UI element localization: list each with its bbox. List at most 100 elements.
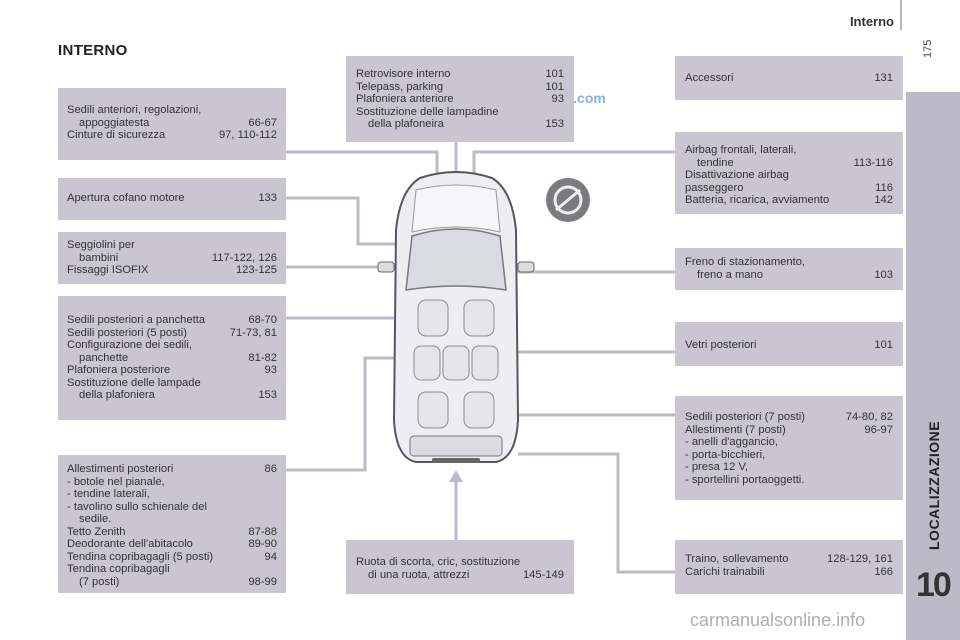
index-entry-text: Plafoniera anteriore bbox=[356, 93, 454, 105]
index-entry: - porta-bicchieri, bbox=[685, 449, 893, 462]
index-entry-page: 101 bbox=[545, 68, 564, 80]
index-entry: sedile. bbox=[67, 513, 277, 526]
watermark-carmanualsonline: carmanualsonline.info bbox=[690, 610, 866, 630]
middle-seat-left bbox=[413, 345, 441, 381]
index-entry-text: passeggero bbox=[685, 181, 744, 194]
box-bonnet: Apertura cofano motore 133 bbox=[58, 178, 286, 220]
index-entry-text: Sostituzione delle lampadine bbox=[356, 105, 499, 118]
index-entry-text: della plafoniera bbox=[79, 389, 155, 401]
index-entry-page: 133 bbox=[258, 192, 277, 204]
index-entry-text: di una ruota, attrezzi bbox=[368, 568, 470, 581]
index-entry-text: - tavolino sullo schienale del bbox=[67, 500, 207, 513]
index-entry-page: 117-122, 126 bbox=[211, 251, 277, 264]
index-entry: Allestimenti posteriori 86 bbox=[67, 463, 277, 476]
index-entry: Seggiolini per bbox=[67, 239, 277, 252]
index-entry-text: bambini bbox=[79, 251, 119, 264]
index-entry-text: Freno di stazionamento, bbox=[685, 256, 806, 268]
index-entry-page: 113-116 bbox=[853, 156, 893, 169]
index-entry: Apertura cofano motore 133 bbox=[67, 192, 277, 205]
index-entry: Sedili posteriori (7 posti)74-80, 82 bbox=[685, 411, 893, 424]
index-entry-page: 93 bbox=[551, 93, 564, 105]
section-title: INTERNO bbox=[58, 42, 128, 59]
mirror-left bbox=[377, 261, 395, 273]
rear-seat-right bbox=[463, 391, 495, 429]
bonnet-shape bbox=[411, 184, 501, 233]
index-entry-text: (7 posti) bbox=[79, 575, 120, 588]
chapter-side-tab bbox=[906, 92, 960, 640]
index-entry-page: 123-125 bbox=[235, 264, 277, 276]
index-entry: Ruota di scorta, cric, sostituzione bbox=[356, 556, 564, 569]
index-entry-text: Retrovisore interno bbox=[356, 68, 451, 80]
index-entry: Retrovisore interno 101 bbox=[356, 68, 564, 81]
index-entry: Sostituzione delle lampadine bbox=[356, 106, 564, 119]
box-front-seats: Sedili anteriori, regolazioni,appoggiate… bbox=[58, 88, 286, 160]
index-entry: - tavolino sullo schienale del bbox=[67, 501, 277, 514]
index-entry-text: Configurazione dei sedili, bbox=[67, 339, 193, 351]
index-entry-text: della plafoneira bbox=[368, 118, 444, 130]
index-entry: Sedili posteriori a panchetta 68-70 bbox=[67, 314, 277, 327]
index-entry-text: - tendine laterali, bbox=[67, 488, 150, 500]
index-entry-page: 97, 110-112 bbox=[218, 129, 277, 141]
index-entry-page: 131 bbox=[874, 72, 893, 84]
index-entry-page: 116 bbox=[875, 181, 893, 194]
index-entry-page: 89-90 bbox=[248, 538, 277, 550]
index-entry-page: 153 bbox=[258, 389, 277, 401]
index-entry-page: 94 bbox=[264, 550, 277, 563]
index-entry: bambini 117-122, 126 bbox=[67, 252, 277, 265]
page-header-title: Interno bbox=[849, 14, 894, 29]
index-entry-text: Carichi trainabili bbox=[685, 565, 765, 578]
spare-wheel-arrowhead bbox=[449, 470, 463, 482]
index-entry-text: Ruota di scorta, cric, sostituzione bbox=[356, 556, 521, 568]
index-entry: Deodorante dell'abitacolo 89-90 bbox=[67, 538, 277, 551]
index-entry-page: 101 bbox=[874, 339, 893, 351]
index-entry-page: 74-80, 82 bbox=[845, 411, 893, 423]
index-entry-text: Apertura cofano motore bbox=[67, 192, 185, 204]
index-entry: della plafoniera 153 bbox=[67, 389, 277, 402]
index-entry: Freno di stazionamento, bbox=[685, 256, 893, 269]
index-entry-page: 145-149 bbox=[522, 568, 564, 581]
index-entry: - presa 12 V, bbox=[685, 461, 893, 474]
rear-seat-left bbox=[417, 391, 449, 429]
index-entry: Tendina copribagagli (5 posti) 94 bbox=[67, 551, 277, 564]
index-entry-page: 142 bbox=[874, 194, 893, 206]
index-entry-page: 66-67 bbox=[248, 116, 277, 129]
index-entry-page: 103 bbox=[874, 268, 893, 281]
leader-rear-fittings bbox=[285, 356, 410, 472]
index-entry-text: Allestimenti posteriori bbox=[67, 463, 174, 475]
rear-bumper bbox=[432, 458, 480, 463]
index-entry-text: Deodorante dell'abitacolo bbox=[67, 538, 193, 550]
index-entry: Allestimenti (7 posti)96-97 bbox=[685, 424, 893, 437]
index-entry-text: - porta-bicchieri, bbox=[685, 448, 766, 461]
steering-wheel-icon bbox=[546, 178, 590, 222]
chapter-number: 10 bbox=[916, 566, 952, 604]
index-entry-page: 93 bbox=[264, 364, 277, 376]
windshield bbox=[405, 228, 507, 291]
index-entry-text: Tendina copribagagli (5 posti) bbox=[67, 550, 214, 563]
mirror-right bbox=[517, 261, 535, 273]
index-entry-text: sedile. bbox=[79, 513, 112, 525]
index-entry-page: 68-70 bbox=[248, 314, 277, 326]
index-entry-page: 71-73, 81 bbox=[229, 326, 277, 339]
index-entry-page: 86 bbox=[264, 463, 277, 475]
middle-seat-centre bbox=[442, 345, 470, 381]
index-entry-text: Sedili posteriori a panchetta bbox=[67, 314, 206, 326]
index-entry: Sedili posteriori (5 posti)71-73, 81 bbox=[67, 327, 277, 340]
index-entry-text: Batteria, ricarica, avviamento bbox=[685, 194, 830, 206]
